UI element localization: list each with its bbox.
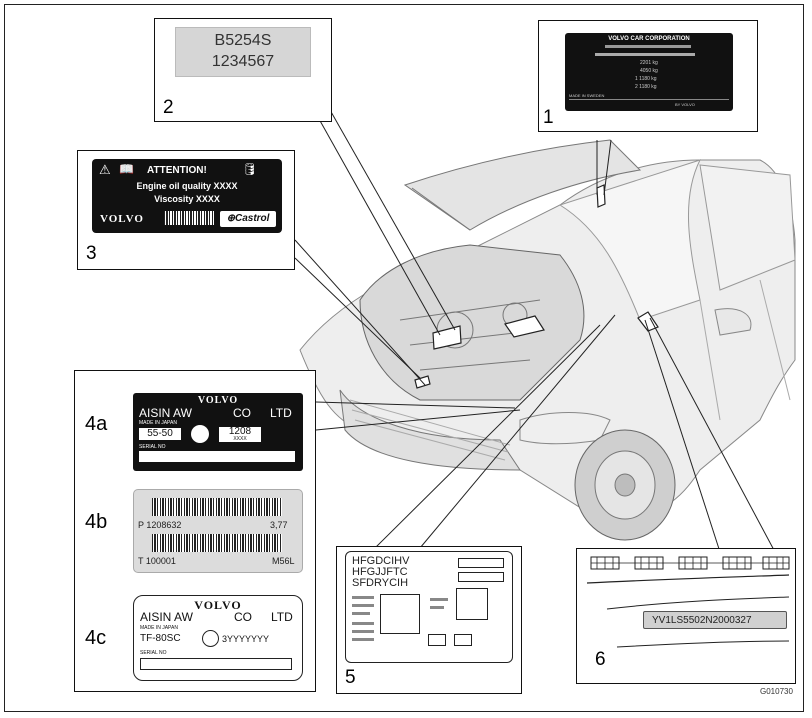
tp4c-ltd: LTD bbox=[271, 610, 293, 624]
tp4a-code-box: 1208 XXXX bbox=[219, 427, 261, 442]
label-number-4c: 4c bbox=[85, 627, 106, 650]
tp4b-barcode-1 bbox=[152, 498, 282, 516]
chassis-plate: VOLVO CAR CORPORATION 2201 kg 4050 kg 1 … bbox=[565, 33, 733, 111]
chassis-plate-corp: VOLVO CAR CORPORATION bbox=[565, 36, 733, 42]
tp4c-co: CO bbox=[234, 610, 252, 624]
vin-text: YV1LS5502N2000327 bbox=[652, 615, 752, 626]
figure-code: G010730 bbox=[760, 687, 793, 696]
engine-type: B5254S bbox=[176, 32, 310, 50]
label-number-4b: 4b bbox=[85, 511, 107, 534]
oil-can-icon: 🛢 bbox=[242, 162, 257, 176]
label-box-2: B5254S 1234567 2 bbox=[154, 18, 332, 122]
attention-text: ATTENTION! bbox=[147, 165, 207, 176]
tp4a-brand: VOLVO bbox=[133, 395, 303, 406]
tp4b-barcode-2 bbox=[152, 534, 282, 552]
tp4c-code: 3YYYYYYY bbox=[222, 634, 269, 644]
tp4c-maker: AISIN AW bbox=[140, 610, 193, 624]
label-number-1: 1 bbox=[543, 107, 554, 129]
transmission-plate-4a: VOLVO AISIN AW CO LTD MADE IN JAPAN 55-5… bbox=[133, 393, 303, 471]
chassis-plate-line-4: 2 1180 kg bbox=[635, 84, 657, 90]
chassis-plate-line-3: 1 1180 kg bbox=[635, 76, 657, 82]
tp4a-code: 1208 bbox=[219, 427, 261, 436]
tp4a-serial: SERIAL NO bbox=[139, 444, 166, 450]
tp4a-made: MADE IN JAPAN bbox=[139, 420, 177, 426]
oil-plate-brand: VOLVO bbox=[100, 213, 144, 225]
label-box-4: 4a VOLVO AISIN AW CO LTD MADE IN JAPAN 5… bbox=[74, 370, 316, 692]
label-number-3: 3 bbox=[86, 243, 97, 265]
tp4a-maker: AISIN AW bbox=[139, 406, 192, 420]
label-box-6: YV1LS5502N2000327 6 bbox=[576, 548, 796, 684]
tp4a-xxxx: XXXX bbox=[219, 436, 261, 442]
tp4a-serial-field bbox=[139, 451, 295, 462]
label-box-5: HFGDCIHV HFGJJFTC SFDRYCIH 5 bbox=[336, 546, 522, 694]
tp4c-circle bbox=[202, 630, 219, 647]
tp4c-made: MADE IN JAPAN bbox=[140, 625, 178, 631]
tp4c-model: TF-80SC bbox=[140, 633, 181, 644]
tp4a-model: 55-50 bbox=[139, 428, 181, 440]
chassis-plate-made: MADE IN SWEDEN bbox=[569, 93, 604, 98]
engine-number-plate: B5254S 1234567 bbox=[175, 27, 311, 77]
vin-plate: YV1LS5502N2000327 bbox=[643, 611, 787, 629]
castrol-logo: ⊕Castrol bbox=[220, 211, 276, 227]
transmission-plate-4b: P 1208632 3,77 T 100001 M56L bbox=[133, 489, 303, 573]
chassis-plate-line-2: 4050 kg bbox=[640, 68, 658, 74]
tp4a-circle bbox=[191, 425, 209, 443]
manual-icon: 📖 bbox=[119, 162, 134, 176]
model-plate-5: HFGDCIHV HFGJJFTC SFDRYCIH bbox=[345, 551, 513, 663]
oil-quality-text: Engine oil quality XXXX bbox=[92, 181, 282, 191]
warning-icon: ⚠ bbox=[99, 162, 111, 178]
oil-viscosity-text: Viscosity XXXX bbox=[92, 194, 282, 204]
tp4b-m: M56L bbox=[272, 556, 295, 566]
tp4b-ratio: 3,77 bbox=[270, 520, 288, 530]
label-number-5: 5 bbox=[345, 667, 356, 689]
tp4c-serial: SERIAL NO bbox=[140, 650, 167, 656]
chassis-plate-by: BY VOLVO bbox=[675, 102, 695, 107]
oil-plate-barcode bbox=[164, 211, 214, 225]
chassis-plate-line-1: 2201 kg bbox=[640, 60, 658, 66]
castrol-text: Castrol bbox=[235, 213, 269, 224]
tp4b-p: P 1208632 bbox=[138, 520, 181, 530]
label-number-6: 6 bbox=[595, 649, 606, 671]
tp4a-co: CO bbox=[233, 406, 251, 420]
label-number-2: 2 bbox=[163, 97, 174, 119]
tp4c-serial-field bbox=[140, 658, 292, 670]
transmission-plate-4c: VOLVO AISIN AW CO LTD MADE IN JAPAN TF-8… bbox=[133, 595, 303, 681]
label-box-3: ⚠ 📖 ATTENTION! 🛢 Engine oil quality XXXX… bbox=[77, 150, 295, 270]
oil-plate: ⚠ 📖 ATTENTION! 🛢 Engine oil quality XXXX… bbox=[92, 159, 282, 233]
engine-serial: 1234567 bbox=[176, 53, 310, 71]
spot-1 bbox=[597, 185, 605, 207]
tp4b-t: T 100001 bbox=[138, 556, 176, 566]
mp5-line3: SFDRYCIH bbox=[352, 577, 408, 589]
label-box-1: VOLVO CAR CORPORATION 2201 kg 4050 kg 1 … bbox=[538, 20, 758, 132]
tp4a-ltd: LTD bbox=[270, 406, 292, 420]
label-number-4a: 4a bbox=[85, 413, 107, 436]
